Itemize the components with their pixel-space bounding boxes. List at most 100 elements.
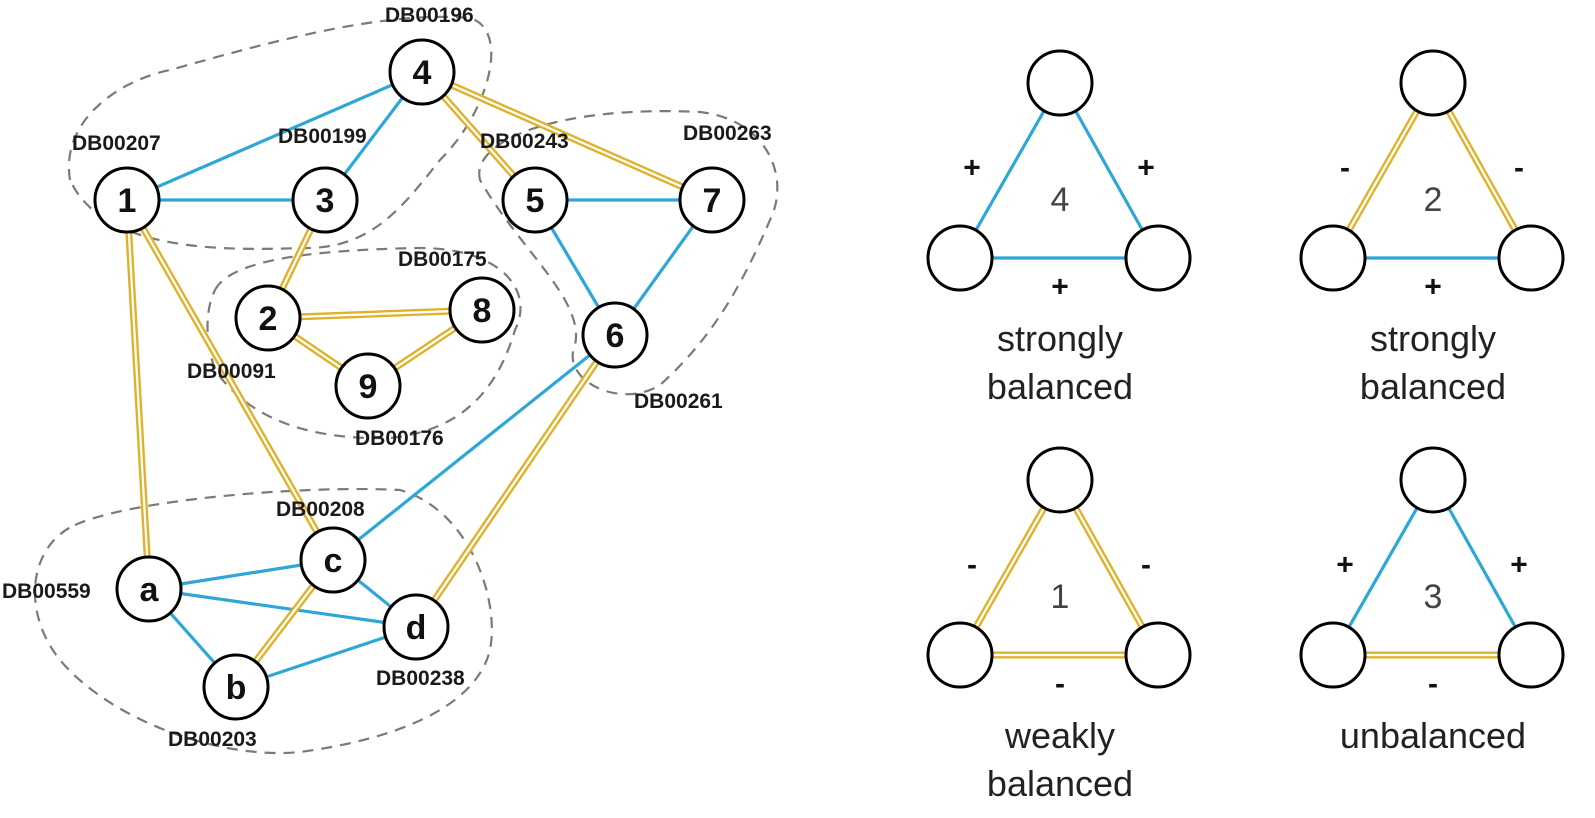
node-circle	[202, 653, 270, 721]
db-label: DB00203	[168, 728, 257, 751]
node-circle	[334, 352, 402, 420]
left-sign: -	[967, 549, 977, 582]
edge-6-d-negative	[413, 333, 618, 629]
db-label: DB00559	[2, 580, 91, 603]
caption-line-1: unbalanced	[1340, 715, 1526, 756]
legend-node	[1124, 224, 1192, 292]
graph-node-7: 7	[678, 166, 746, 234]
right-sign: +	[1137, 152, 1155, 185]
legend-triangle-4: 3++-unbalanced	[1299, 446, 1565, 756]
caption-line-1: strongly	[997, 318, 1123, 359]
balance-legend: 4 + + + strongly balanced 2 - - + strongly balanced…	[926, 49, 1565, 804]
db-label: DB00238	[376, 667, 465, 690]
node-circle	[382, 593, 450, 661]
left-sign: +	[963, 152, 981, 185]
edge-6-c-positive	[332, 333, 616, 562]
cluster-top-right	[478, 110, 779, 396]
node-circle	[448, 276, 516, 344]
cluster-middle	[206, 246, 522, 440]
db-label: DB00175	[398, 248, 487, 271]
legend-node	[1299, 621, 1367, 689]
right-sign: -	[1514, 152, 1524, 185]
legend-node	[1399, 446, 1467, 514]
node-label: 9	[359, 368, 378, 406]
legend-node	[926, 621, 994, 689]
node-circle	[501, 166, 569, 234]
db-label: DB00196	[385, 4, 474, 27]
right-sign: +	[1510, 549, 1528, 582]
graph-node-5: 5	[501, 166, 569, 234]
graph-node-8: 8	[448, 276, 516, 344]
triangle-count: 1	[1051, 578, 1070, 616]
node-label: 3	[316, 182, 335, 220]
node-circle	[291, 166, 359, 234]
db-label: DB00208	[276, 498, 365, 521]
db-label: DB00261	[634, 390, 723, 413]
legend-node	[1026, 49, 1094, 117]
bottom-sign: -	[1055, 668, 1065, 701]
legend-node	[1497, 224, 1565, 292]
node-label: 4	[413, 54, 432, 92]
db-label: DB00199	[278, 125, 367, 148]
graph-node-b: b	[202, 653, 270, 721]
caption-line-1: weakly	[1004, 715, 1115, 756]
triangle-count: 4	[1051, 181, 1070, 219]
db-label: DB00207	[72, 132, 161, 155]
node-circle	[299, 526, 367, 594]
legend-edge-left	[956, 478, 1064, 657]
right-sign: -	[1141, 549, 1151, 582]
legend-node	[1497, 621, 1565, 689]
node-label: 8	[473, 292, 492, 330]
caption-line-2: balanced	[1360, 366, 1506, 407]
legend-triangle-3: 1 - - - weakly balanced	[926, 446, 1192, 804]
node-label: 2	[259, 300, 278, 338]
node-circle	[234, 284, 302, 352]
edge-2-8-negative	[267, 306, 483, 322]
node-label: a	[140, 571, 160, 609]
cluster-top-left	[67, 15, 493, 250]
bottom-sign: -	[1428, 668, 1438, 701]
edge-1-a-negative	[123, 199, 153, 590]
left-sign: +	[1336, 549, 1354, 582]
graph-node-2: 2	[234, 284, 302, 352]
legend-triangle-1: 4 + + + strongly balanced	[926, 49, 1192, 407]
db-label: DB00263	[683, 122, 772, 145]
graph-node-a: a	[115, 555, 183, 623]
node-circle	[93, 166, 161, 234]
bottom-sign: +	[1051, 271, 1069, 304]
triangle-count: 2	[1424, 181, 1443, 219]
legend-node	[1124, 621, 1192, 689]
node-circle	[115, 555, 183, 623]
graph-node-6: 6	[581, 301, 649, 369]
legend-edge-left	[1329, 81, 1437, 260]
legend-node	[1026, 446, 1094, 514]
legend-edge-left	[958, 82, 1062, 259]
legend-edge-left	[1331, 479, 1435, 656]
graph-node-4: 4	[388, 38, 456, 106]
db-label: DB00091	[187, 360, 276, 383]
cluster-outlines	[33, 15, 779, 755]
db-label: DB00243	[480, 130, 569, 153]
graph-node-d: d	[382, 593, 450, 661]
node-circle	[678, 166, 746, 234]
edge-1-c-negative	[123, 198, 337, 562]
graph-node-c: c	[299, 526, 367, 594]
db-label: DB00176	[355, 427, 444, 450]
graph-node-3: 3	[291, 166, 359, 234]
edge-a-d-positive	[148, 587, 417, 629]
bottom-sign: +	[1424, 271, 1442, 304]
left-sign: -	[1340, 152, 1350, 185]
caption-line-2: balanced	[987, 763, 1133, 804]
graph-node-9: 9	[334, 352, 402, 420]
node-circle	[388, 38, 456, 106]
node-label: 5	[526, 182, 545, 220]
legend-node	[1399, 49, 1467, 117]
legend-node	[926, 224, 994, 292]
node-label: 7	[703, 182, 722, 220]
node-label: d	[406, 609, 427, 647]
node-circle	[581, 301, 649, 369]
node-label: b	[226, 669, 247, 707]
caption-line-2: balanced	[987, 366, 1133, 407]
